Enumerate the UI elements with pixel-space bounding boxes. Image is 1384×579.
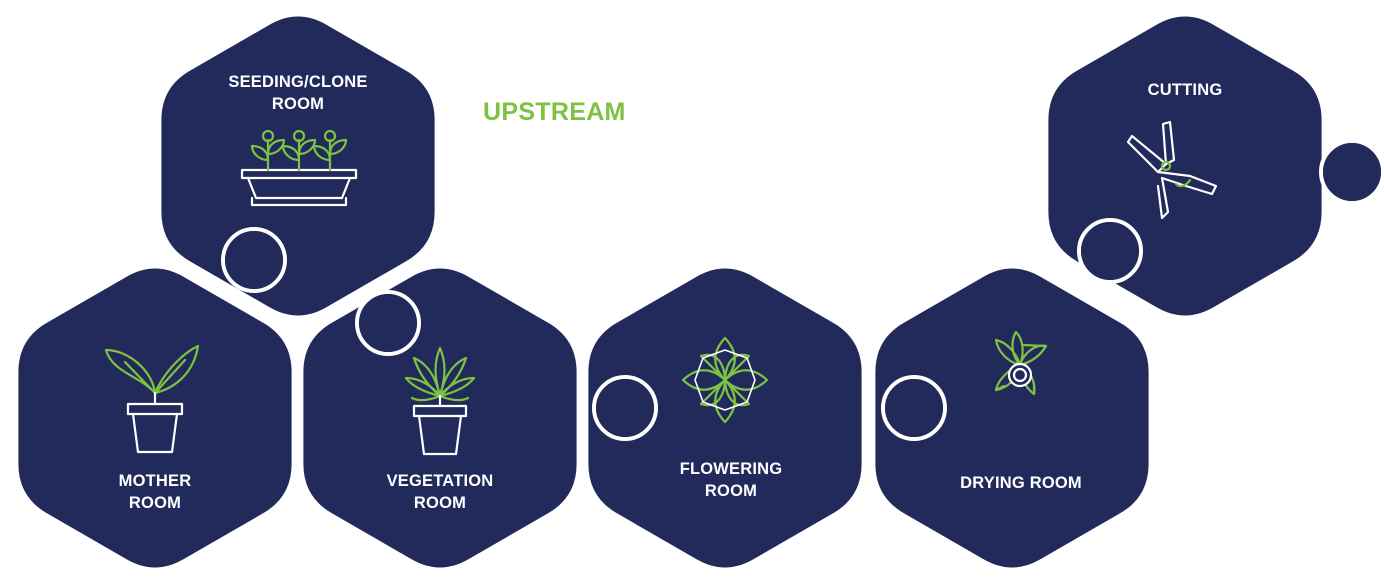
vegetation-room-label: VEGETATION ROOM (340, 470, 540, 514)
vegetation-flowering-knob-fill (596, 379, 654, 437)
drying-hexagon (871, 264, 1153, 572)
cutting-label: CUTTING (1085, 79, 1285, 101)
flower-icon (681, 336, 769, 424)
drying-label-line1: DRYING ROOM (960, 474, 1082, 492)
fan-icon (994, 330, 1048, 396)
vegetation-hexagon (299, 264, 581, 572)
potted-plant-icon (104, 344, 200, 454)
seeding-label-line1: SEEDING/CLONE (228, 73, 368, 91)
mother-label-line1: MOTHER (118, 472, 192, 490)
flowering-hexagon (584, 264, 866, 572)
cannabis-pot-icon (404, 346, 476, 456)
mother-hexagon (14, 264, 296, 572)
seedling-tray-icon (240, 129, 358, 207)
seeding-clone-room-label: SEEDING/CLONE ROOM (198, 71, 398, 115)
vegetation-label-line1: VEGETATION (386, 472, 494, 490)
seeding-vegetation-knob-fill (359, 294, 417, 352)
flowering-drying-knob-fill (885, 379, 943, 437)
cutting-label-line1: CUTTING (1147, 81, 1223, 99)
vegetation-label-line2: ROOM (413, 494, 467, 512)
upstream-heading: UPSTREAM (483, 98, 626, 126)
cutting-tab-knob-fill (1323, 143, 1381, 201)
seeding-mother-knob-fill (225, 231, 283, 289)
mother-label-line2: ROOM (128, 494, 182, 512)
flowering-label-line2: ROOM (704, 482, 758, 500)
seeding-label-line2: ROOM (271, 95, 325, 113)
drying-cutting-knob-fill (1081, 222, 1139, 280)
mother-room-label: MOTHER ROOM (55, 470, 255, 514)
flowering-room-label: FLOWERING ROOM (631, 458, 831, 502)
puzzle-knobs (221, 139, 1384, 441)
pruning-shears-icon (1126, 120, 1218, 220)
flowering-label-line1: FLOWERING (679, 460, 783, 478)
drying-room-label: DRYING ROOM (921, 472, 1121, 494)
